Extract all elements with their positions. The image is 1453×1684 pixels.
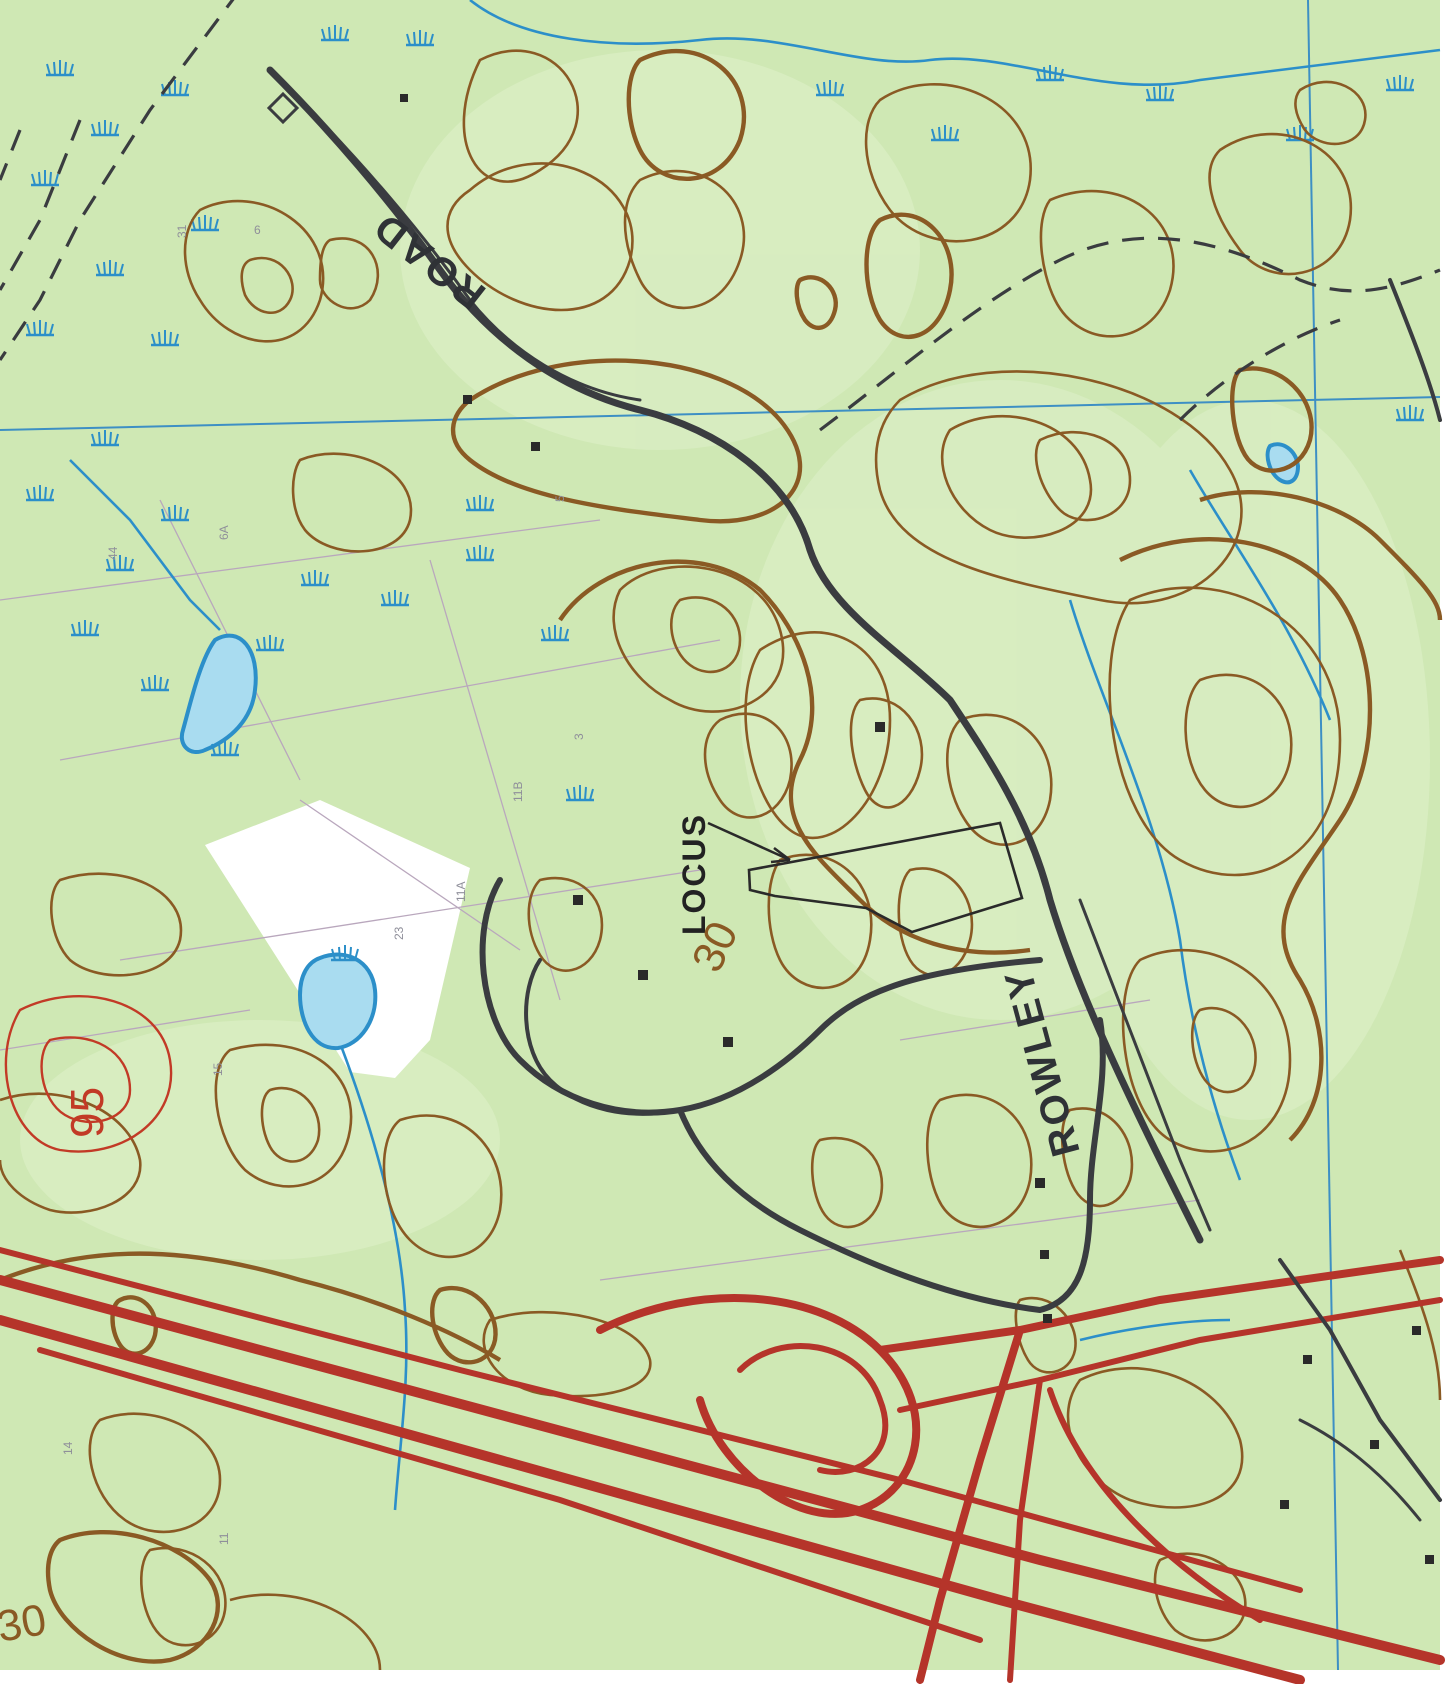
contour-elevation-30-corner: 30 bbox=[0, 1595, 50, 1652]
red-contour-lines bbox=[4, 995, 173, 1153]
index-contour-lines bbox=[0, 48, 1443, 1664]
parcel-number: 6A bbox=[217, 525, 231, 540]
parcel-number: 11 bbox=[217, 1532, 231, 1545]
map-border-right bbox=[1440, 0, 1453, 1684]
parcel-number: 31 bbox=[175, 224, 189, 238]
route-95-label: 95 bbox=[61, 1087, 113, 1138]
map-border-bottom bbox=[0, 1670, 1453, 1684]
locus-parcel-outline bbox=[747, 821, 1024, 934]
locus-arrow-icon bbox=[707, 821, 791, 864]
parcel-number: 11B bbox=[511, 782, 525, 802]
contour-lines bbox=[0, 49, 1442, 1671]
parcel-number: 14 bbox=[61, 1441, 75, 1455]
parcel-number: 6 bbox=[254, 223, 261, 237]
parcel-number-labels: 31 6 44 6A 5 3 11B 11A 23 15 14 11 bbox=[61, 223, 586, 1545]
building-markers bbox=[400, 94, 1434, 1564]
locus-label: LOCUS bbox=[676, 813, 712, 935]
trails bbox=[0, 0, 1441, 432]
local-roads bbox=[266, 66, 1442, 1522]
parcel-number: 3 bbox=[572, 733, 586, 740]
vegetation-tint bbox=[20, 50, 1430, 1260]
parcel-number: 15 bbox=[211, 1062, 225, 1076]
parcel-lines bbox=[0, 499, 1201, 1281]
ponds bbox=[179, 442, 1301, 1051]
streams bbox=[69, 0, 1441, 1511]
road-crossing-marker bbox=[266, 91, 300, 125]
parcel-number: 5 bbox=[553, 495, 567, 502]
highway bbox=[0, 1247, 1445, 1684]
parcel-number: 44 bbox=[106, 546, 120, 560]
open-clearing bbox=[205, 800, 470, 1078]
road-centerline bbox=[266, 66, 1204, 1244]
parcel-number: 11A bbox=[454, 882, 468, 902]
parcel-number: 23 bbox=[392, 926, 406, 940]
